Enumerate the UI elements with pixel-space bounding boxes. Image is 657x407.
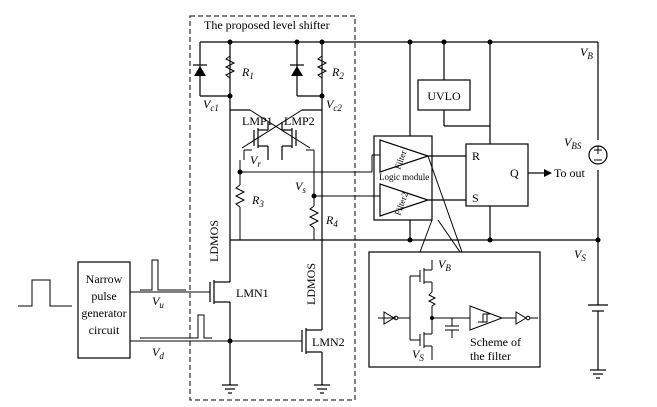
pulse-gen-line2: pulse [91,289,116,303]
vc1-label: Vc1 [203,97,219,113]
scheme-label-2: the filter [470,349,511,363]
r3-label: R3 [251,193,264,209]
cross-wire-1 [249,109,311,149]
logic-module-box [373,135,433,221]
lmp1-transistor-icon [253,122,269,160]
vc2-label: Vc2 [326,97,342,113]
ff-q-label: Q [510,166,519,180]
vbs-source [588,145,608,165]
filter-2-label: Filter2 [392,191,410,217]
lmn2-label: LMN2 [312,335,345,349]
pulse-generator-box [77,261,131,359]
vbs-label: VBS [564,135,582,151]
cross-wire-2 [241,109,303,149]
lmp2-label: LMP2 [284,114,315,128]
vd-label: Vd [152,345,164,361]
pulse-gen-line4: circuit [89,323,120,337]
vs-battery-icon [588,304,608,379]
output-arrow-icon [544,169,552,177]
vb-label: VB [580,45,593,61]
ff-s-label: S [472,191,479,205]
filter-1-amplifier [379,139,430,173]
ldmos-1-label: LDMOS [207,220,221,262]
scheme-label-1: Scheme of [470,335,521,349]
vs-node-label: Vs [295,179,306,195]
ff-r-label: R [472,149,480,163]
r2-label: R2 [331,65,344,81]
resistor-r2 [316,55,328,79]
pulse-gen-line3: generator [81,306,126,320]
lmp1-label: LMP1 [242,114,273,128]
vu-pulse-icon [140,259,186,291]
pulse-gen-line1: Narrow [86,272,123,286]
resistor-r1 [224,55,236,79]
ldmos-2-label: LDMOS [304,263,318,305]
inset-resistor [427,291,437,307]
logic-module-label: Logic module [379,172,429,182]
lmn1-label: LMN1 [236,286,269,300]
r1-label: R1 [241,65,254,81]
inset-buffer-icon [383,311,395,325]
ground-2-icon [314,384,330,394]
diode-2-icon [290,64,304,76]
filter-1-label: Filter [392,149,408,171]
vu-label: Vu [152,294,164,310]
inset-vs-label: VS [412,347,424,363]
inset-vb-label: VB [438,257,451,273]
inset-schmitt-icon [469,305,504,331]
filter-2-amplifier [379,183,430,217]
inset-inverter-icon [515,311,527,325]
filter-scheme-inset [368,251,541,368]
vd-pulse-icon [140,314,212,339]
r4-label: R4 [325,213,338,229]
vs-label: VS [574,247,586,263]
vr-label: Vr [250,153,261,169]
level-shifter-title: The proposed level shifter [204,18,330,32]
ground-1-icon [222,384,238,394]
input-pulse-icon [18,279,72,307]
lmn2-transistor-icon [301,325,323,385]
resistor-r4 [308,205,320,229]
rs-flip-flop-box [465,143,529,207]
diode-1-icon [193,64,207,76]
level-shifter-boundary [189,15,356,401]
resistor-r3 [234,184,246,208]
uvlo-label: UVLO [427,89,461,103]
lmp2-transistor-icon [281,122,297,160]
to-out-label: To out [554,166,585,180]
lmn1-transistor-icon [209,280,231,385]
